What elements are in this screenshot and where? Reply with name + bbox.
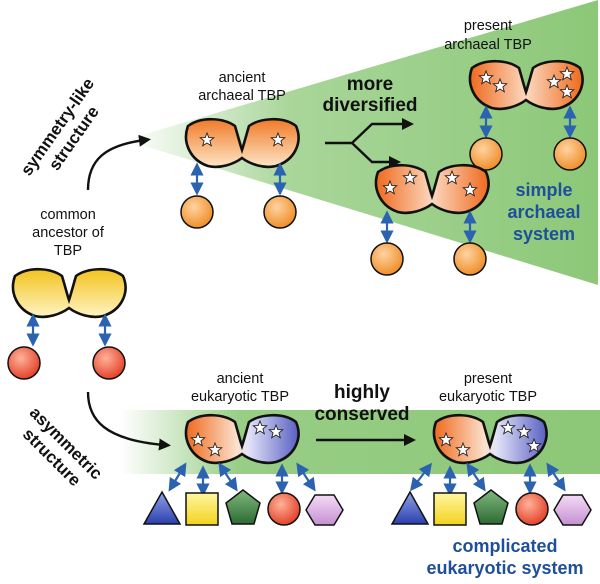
partner-hexagon <box>305 494 344 526</box>
common-ancestor-tbp <box>11 267 127 319</box>
highly-conserved-line-2: conserved <box>314 404 409 425</box>
partner-ball-red <box>92 346 126 380</box>
partner-ball-orange <box>553 137 587 171</box>
partner-square <box>185 492 219 526</box>
ancient-eukaryotic-label: ancient eukaryotic TBP <box>191 371 289 405</box>
partner-ball-red <box>515 492 549 526</box>
partner-pentagon <box>225 489 261 525</box>
simple-line-2: archaeal <box>507 202 580 222</box>
diverging-arrow <box>351 142 401 168</box>
complicated-system-label: complicated eukaryotic system <box>426 536 583 578</box>
partner-ball-red <box>267 492 301 526</box>
binding-arrow <box>296 462 316 492</box>
arrow-to-archaeal <box>86 134 151 191</box>
ancient-eukaryotic-line-2: eukaryotic TBP <box>191 389 289 405</box>
ancient-archaeal-line-1: ancient <box>219 70 266 86</box>
partner-ball-orange <box>180 195 214 229</box>
binding-arrow <box>466 462 486 492</box>
ancient-archaeal-line-2: archaeal TBP <box>198 88 286 104</box>
simple-archaeal-system-label: simple archaeal system <box>507 180 580 244</box>
common-ancestor-line-2: ancestor of <box>32 225 105 241</box>
tbp-protein-shape <box>468 59 584 111</box>
binding-arrow <box>546 462 566 492</box>
partner-ball-orange <box>453 242 487 276</box>
binding-arrow <box>409 462 433 492</box>
diverging-arrow <box>325 118 414 145</box>
more-diversified-label: more diversified <box>322 74 417 116</box>
present-archaeal-tbp-top <box>468 59 584 111</box>
present-eukaryotic-line-1: present <box>464 371 512 387</box>
partner-ball-orange <box>370 242 404 276</box>
partner-ball-orange <box>469 137 503 171</box>
tbp-protein-shape <box>11 267 127 319</box>
partner-triangle <box>142 490 182 525</box>
more-diversified-line-1: more <box>347 74 393 95</box>
partner-square <box>433 492 467 526</box>
ancient-archaeal-tbp <box>184 117 300 169</box>
present-archaeal-line-2: archaeal TBP <box>444 37 532 53</box>
common-ancestor-text: common ancestor of TBP <box>32 207 105 259</box>
binding-arrow <box>168 462 187 492</box>
partner-pentagon <box>473 489 509 525</box>
common-ancestor-line-3: TBP <box>54 243 82 259</box>
partner-ball-red <box>7 346 41 380</box>
common-ancestor-line-1: common <box>40 207 96 223</box>
present-eukaryotic-label: present eukaryotic TBP <box>439 371 537 405</box>
partner-triangle <box>390 490 430 525</box>
more-diversified-line-2: diversified <box>322 95 417 116</box>
binding-arrow <box>218 462 238 492</box>
tbp-protein-shape <box>374 163 490 215</box>
symmetry-label: symmetry-like structure <box>17 75 103 180</box>
ancient-archaeal-label: ancient archaeal TBP <box>198 70 286 104</box>
arrow-to-eukaryotic <box>86 391 171 451</box>
present-archaeal-tbp-bottom <box>374 163 490 215</box>
ancient-eukaryotic-line-1: ancient <box>217 371 264 387</box>
highly-conserved-label: highly conserved <box>314 382 409 425</box>
partner-ball-orange <box>263 195 297 229</box>
asymmetric-label: asymmetric structure <box>19 403 106 490</box>
highly-conserved-line-1: highly <box>334 382 390 403</box>
tbp-protein-shape <box>184 117 300 169</box>
partner-hexagon <box>553 494 592 526</box>
simple-line-3: system <box>513 224 575 244</box>
present-eukaryotic-line-2: eukaryotic TBP <box>439 389 537 405</box>
complicated-line-1: complicated <box>452 536 557 556</box>
complicated-line-2: eukaryotic system <box>426 558 583 578</box>
present-archaeal-line-1: present <box>464 18 512 34</box>
present-archaeal-label: present archaeal TBP <box>444 18 532 53</box>
simple-line-1: simple <box>515 180 572 200</box>
